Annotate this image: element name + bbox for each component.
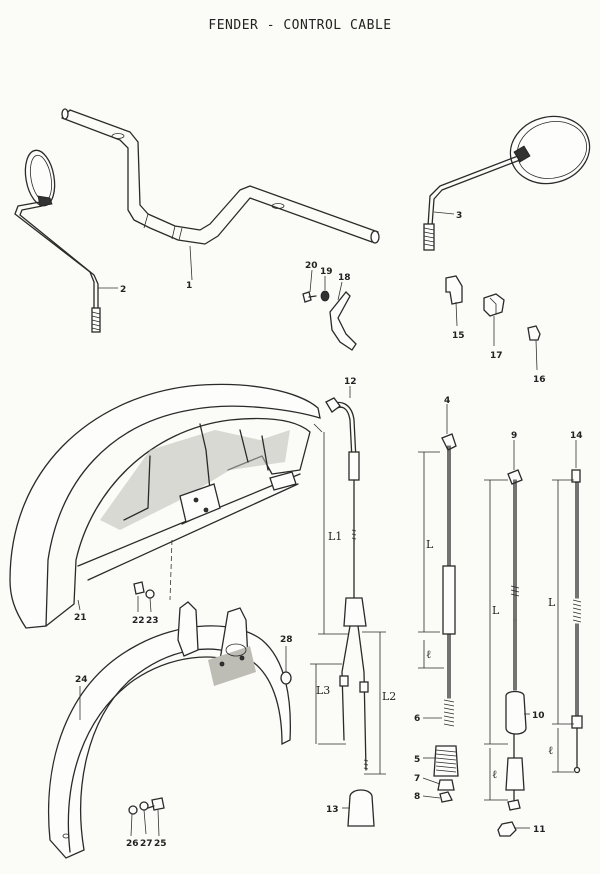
label-16: 16 [533, 375, 546, 385]
cable-4 [418, 433, 459, 803]
label-2: 2 [120, 285, 126, 295]
label-24: 24 [75, 675, 88, 685]
handlebar [61, 108, 380, 245]
label-19: 19 [320, 267, 333, 277]
rear-fender [9, 383, 321, 629]
dim-small-l-cable14: ℓ [548, 744, 553, 757]
diagram-title: FENDER - CONTROL CABLE [208, 18, 392, 33]
label-8: 8 [414, 792, 420, 802]
label-27: 27 [140, 839, 153, 849]
label-18: 18 [338, 273, 351, 283]
dim-l-cable4: L [426, 538, 434, 551]
leader-lines [77, 211, 577, 837]
mirror-left [14, 149, 101, 333]
part-number-labels: 1 2 3 4 5 6 7 8 9 10 11 12 13 14 15 16 1… [74, 211, 583, 849]
dim-l-cable9: L [492, 604, 500, 617]
front-fender-bolts [128, 797, 165, 815]
label-17: 17 [490, 351, 503, 361]
mirror-right [423, 115, 591, 251]
label-4: 4 [444, 396, 450, 406]
dim-l3: L3 [316, 684, 330, 697]
dim-l1: L1 [328, 530, 342, 543]
front-fender [47, 601, 292, 859]
label-5: 5 [414, 755, 420, 765]
label-23: 23 [146, 616, 159, 626]
label-20: 20 [305, 261, 318, 271]
label-21: 21 [74, 613, 87, 623]
label-10: 10 [532, 711, 545, 721]
label-28: 28 [280, 635, 293, 645]
label-1: 1 [186, 281, 192, 291]
label-9: 9 [511, 431, 517, 441]
dim-small-l-cable4: ℓ [426, 648, 431, 661]
label-13: 13 [326, 805, 339, 815]
dimension-labels: L1 L2 L3 L ℓ L ℓ L ℓ [316, 530, 556, 781]
label-26: 26 [126, 839, 139, 849]
dim-l2: L2 [382, 690, 396, 703]
label-22: 22 [132, 616, 145, 626]
label-25: 25 [154, 839, 167, 849]
label-11: 11 [533, 825, 546, 835]
cable-14 [552, 469, 583, 774]
cable-9 [484, 469, 527, 837]
dim-small-l-cable9: ℓ [492, 768, 497, 781]
label-7: 7 [414, 774, 420, 784]
rear-fender-bolts [133, 539, 173, 601]
small-hardware [302, 275, 541, 351]
dim-l-cable14: L [548, 596, 556, 609]
label-12: 12 [344, 377, 357, 387]
throttle-cable [310, 397, 386, 827]
label-3: 3 [456, 211, 462, 221]
label-6: 6 [414, 714, 420, 724]
label-15: 15 [452, 331, 465, 341]
label-14: 14 [570, 431, 583, 441]
